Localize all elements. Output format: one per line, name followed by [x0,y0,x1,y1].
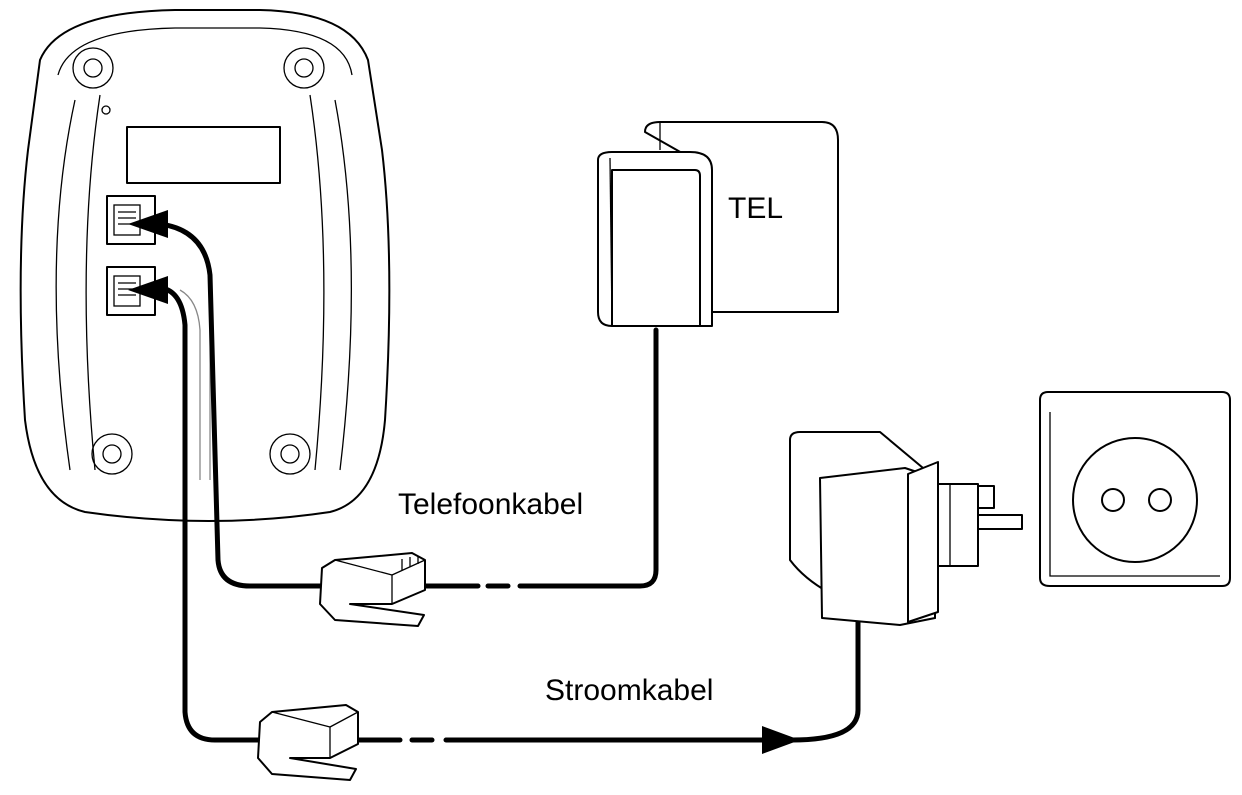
phone-cable-label: Telefoonkabel [398,488,584,521]
power-adapter [789,431,1023,626]
power-wall-outlet [1039,391,1231,587]
foot-bottom-right [269,433,311,475]
tel-label: TEL [728,192,784,225]
foot-bottom-left [91,433,133,475]
power-cable [128,276,861,754]
phone-cable-arrow [128,210,168,238]
phone-base [19,9,391,522]
power-cable-label: Stroomkabel [545,674,714,707]
power-cable-arrow-jack [128,276,168,304]
label-plate [126,126,281,184]
phone-cable [128,210,659,589]
tel-wall-socket [597,121,839,327]
power-cable-arrow-adapter [762,726,800,754]
phone-plug [319,552,426,627]
foot-top-left [72,47,114,89]
foot-top-right [283,47,325,89]
power-plug [257,704,359,781]
